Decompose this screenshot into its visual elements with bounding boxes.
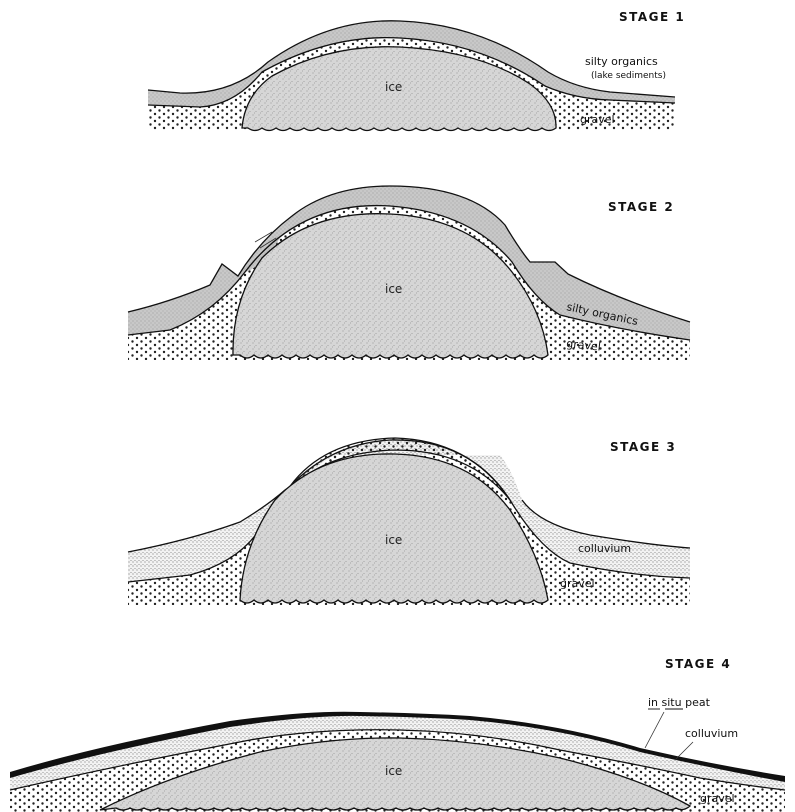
stage-3-label-colluvium: colluvium bbox=[578, 542, 631, 555]
stage-3-label-gravel: gravel bbox=[560, 577, 595, 590]
stage-4-colluvium-leader bbox=[675, 742, 693, 760]
stage-1-title: STAGE 1 bbox=[619, 10, 685, 24]
stage-2-title: STAGE 2 bbox=[608, 200, 674, 214]
stage-3-title: STAGE 3 bbox=[610, 440, 676, 454]
stage-4: STAGE 4 ice in situ peat colluvium grave… bbox=[10, 657, 785, 812]
stage-1-label-lake-sediments: (lake sediments) bbox=[591, 71, 666, 81]
stage-4-label-in-situ-peat: in situ peat bbox=[648, 696, 711, 709]
stage-4-label-gravel: gravel bbox=[700, 792, 735, 805]
stage-3: STAGE 3 ice colluvium gravel bbox=[128, 438, 690, 605]
stage-4-peat-leader bbox=[645, 712, 664, 748]
stage-1-ice-label: ice bbox=[385, 80, 402, 94]
stage-4-ice-label: ice bbox=[385, 764, 402, 778]
stage-3-ice-label: ice bbox=[385, 533, 402, 547]
stage-4-title: STAGE 4 bbox=[665, 657, 731, 671]
stage-1-label-silty-organics: silty organics bbox=[585, 55, 658, 68]
stage-1-label-gravel: gravel bbox=[580, 113, 615, 126]
stage-2-ice-label: ice bbox=[385, 282, 402, 296]
stage-2: STAGE 2 ice silty organics gravel bbox=[128, 186, 690, 360]
stage-4-label-colluvium: colluvium bbox=[685, 727, 738, 740]
stage-1: STAGE 1 ice silty organics (lake sedimen… bbox=[148, 10, 685, 131]
